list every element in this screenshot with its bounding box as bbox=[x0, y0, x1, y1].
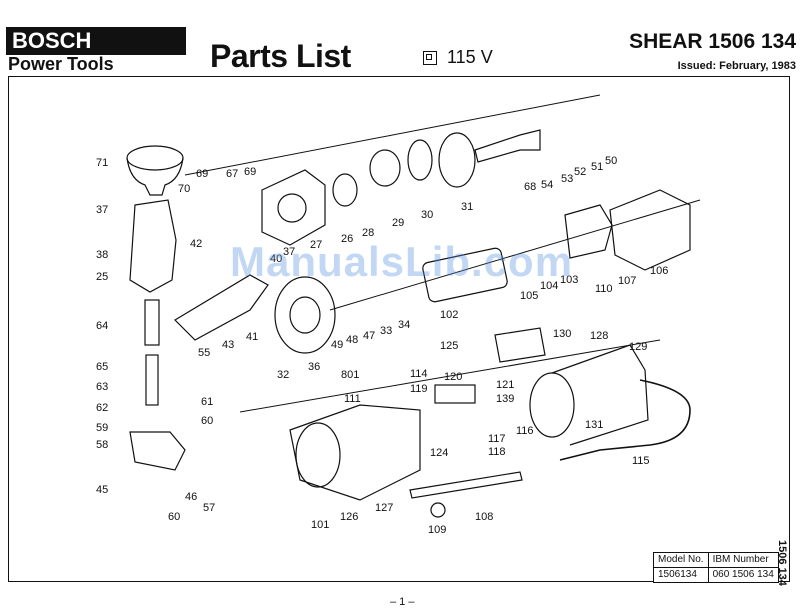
part-number-53: 53 bbox=[561, 173, 573, 185]
part-number-101: 101 bbox=[311, 519, 329, 531]
part-number-117: 117 bbox=[488, 433, 506, 445]
part-number-57: 57 bbox=[203, 502, 215, 514]
part-number-33: 33 bbox=[380, 325, 392, 337]
part-number-59: 59 bbox=[96, 422, 108, 434]
part-number-65: 65 bbox=[96, 361, 108, 373]
part-number-60: 60 bbox=[168, 511, 180, 523]
double-insulation-icon bbox=[423, 50, 437, 65]
brand-subtitle: Power Tools bbox=[8, 54, 114, 74]
part-number-48: 48 bbox=[346, 334, 358, 346]
voltage-label: 115 V bbox=[447, 47, 493, 67]
part-number-58: 58 bbox=[96, 439, 108, 451]
part-number-109: 109 bbox=[428, 524, 446, 536]
part-number-47: 47 bbox=[363, 330, 375, 342]
part-number-43: 43 bbox=[222, 339, 234, 351]
part-number-40: 40 bbox=[270, 253, 282, 265]
part-number-49: 49 bbox=[331, 339, 343, 351]
part-number-102: 102 bbox=[440, 309, 458, 321]
part-number-111: 111 bbox=[344, 393, 361, 405]
part-number-128: 128 bbox=[590, 330, 608, 342]
part-number-104: 104 bbox=[540, 280, 558, 292]
part-number-64: 64 bbox=[96, 320, 108, 332]
part-number-31: 31 bbox=[461, 201, 473, 213]
part-number-127: 127 bbox=[375, 502, 393, 514]
part-number-30: 30 bbox=[421, 209, 433, 221]
part-number-36: 36 bbox=[308, 361, 320, 373]
part-number-119: 119 bbox=[410, 383, 428, 395]
part-number-29: 29 bbox=[392, 217, 404, 229]
part-number-68: 68 bbox=[524, 181, 536, 193]
part-number-103: 103 bbox=[560, 274, 578, 286]
part-number-106: 106 bbox=[650, 265, 668, 277]
part-number-129: 129 bbox=[629, 341, 647, 353]
part-number-27: 27 bbox=[310, 239, 322, 251]
part-number-37: 37 bbox=[283, 246, 295, 258]
part-number-115: 115 bbox=[632, 455, 650, 467]
part-number-32: 32 bbox=[277, 369, 289, 381]
part-number-130: 130 bbox=[553, 328, 571, 340]
part-number-52: 52 bbox=[574, 166, 586, 178]
diagram-frame bbox=[8, 76, 790, 582]
part-number-71: 71 bbox=[96, 157, 108, 169]
voltage-info: 115 V bbox=[423, 47, 493, 68]
part-number-139: 139 bbox=[496, 393, 514, 405]
model-no-header: Model No. bbox=[653, 552, 709, 568]
part-number-55: 55 bbox=[198, 347, 210, 359]
issued-date: Issued: February, 1983 bbox=[677, 60, 796, 72]
part-number-108: 108 bbox=[475, 511, 493, 523]
part-number-120: 120 bbox=[444, 371, 462, 383]
part-number-26: 26 bbox=[341, 233, 353, 245]
part-number-60: 60 bbox=[201, 415, 213, 427]
part-number-54: 54 bbox=[541, 179, 553, 191]
part-number-67: 67 bbox=[226, 168, 238, 180]
part-number-25: 25 bbox=[96, 271, 108, 283]
page-number: – 1 – bbox=[390, 596, 415, 608]
page-title: Parts List bbox=[210, 38, 351, 74]
model-title: SHEAR 1506 134 bbox=[629, 30, 796, 53]
part-number-124: 124 bbox=[430, 447, 448, 459]
part-number-105: 105 bbox=[520, 290, 538, 302]
part-number-69: 69 bbox=[244, 166, 256, 178]
part-number-116: 116 bbox=[516, 425, 534, 437]
model-number-table: Model No. IBM Number 1506134 060 1506 13… bbox=[653, 552, 779, 583]
part-number-131: 131 bbox=[585, 419, 603, 431]
part-number-70: 70 bbox=[178, 183, 190, 195]
part-number-62: 62 bbox=[96, 402, 108, 414]
part-number-45: 45 bbox=[96, 484, 108, 496]
ibm-number-header: IBM Number bbox=[707, 552, 779, 568]
ibm-number-value: 060 1506 134 bbox=[707, 567, 779, 583]
part-number-126: 126 bbox=[340, 511, 358, 523]
part-number-51: 51 bbox=[591, 161, 603, 173]
part-number-125: 125 bbox=[440, 340, 458, 352]
part-number-121: 121 bbox=[496, 379, 514, 391]
part-number-69: 69 bbox=[196, 168, 208, 180]
part-number-118: 118 bbox=[488, 446, 506, 458]
part-number-110: 110 bbox=[595, 283, 613, 295]
part-number-37: 37 bbox=[96, 204, 108, 216]
part-number-46: 46 bbox=[185, 491, 197, 503]
part-number-114: 114 bbox=[410, 368, 428, 380]
part-number-28: 28 bbox=[362, 227, 374, 239]
part-number-50: 50 bbox=[605, 155, 617, 167]
part-number-41: 41 bbox=[246, 331, 258, 343]
part-number-42: 42 bbox=[190, 238, 202, 250]
part-number-61: 61 bbox=[201, 396, 213, 408]
model-no-value: 1506134 bbox=[653, 567, 709, 583]
part-number-801: 801 bbox=[341, 369, 359, 381]
brand-logo: BOSCH bbox=[6, 27, 186, 55]
part-number-34: 34 bbox=[398, 319, 410, 331]
part-number-63: 63 bbox=[96, 381, 108, 393]
part-number-107: 107 bbox=[618, 275, 636, 287]
part-number-38: 38 bbox=[96, 249, 108, 261]
